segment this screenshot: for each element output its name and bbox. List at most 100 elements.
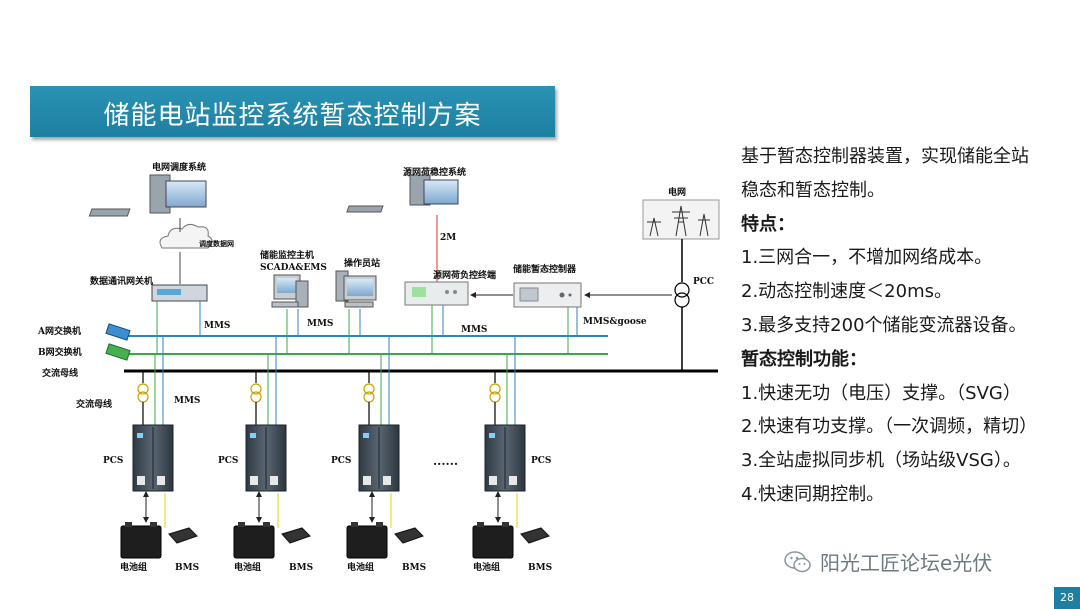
watermark: 阳光工匠论坛e光伏 <box>784 547 992 576</box>
pcs-label-plate <box>270 476 278 485</box>
label-ac-bus-2: 交流母线 <box>76 398 112 410</box>
label-bms-2: BMS <box>289 563 313 573</box>
arrow-down-icon <box>143 517 149 523</box>
function-item: 3.全站虚拟同步机（场站级VSG）。 <box>741 450 1021 472</box>
battery-terminal <box>263 522 270 527</box>
label-switch-b: B网交换机 <box>38 346 82 358</box>
operator-station-icon <box>335 270 377 308</box>
pcs-label-plate <box>363 476 371 485</box>
pcs-label-plate <box>489 476 497 485</box>
label-mms-1: MMS <box>204 321 230 331</box>
label-battery-4: 电池组 <box>473 561 500 573</box>
arrow-down-icon <box>369 517 375 523</box>
label-battery-3: 电池组 <box>347 561 374 573</box>
terminal-icon <box>404 281 469 306</box>
description-panel: 基于暂态控制器装置，实现储能全站 稳态和暂态控制。 特点： 1.三网合一，不增加… <box>741 140 1076 512</box>
battery-terminal <box>238 522 245 527</box>
label-pcs-4: PCS <box>531 456 551 466</box>
label-pcs-2: PCS <box>218 456 238 466</box>
label-source-system: 源网荷稳控系统 <box>403 166 466 178</box>
label-mms-4: MMS <box>174 396 200 406</box>
bms-device-icon <box>168 527 198 544</box>
functions-heading: 暂态控制功能： <box>741 348 867 370</box>
title-bar: 储能电站监控系统暂态控制方案 <box>30 86 555 137</box>
label-2m: 2M <box>440 233 456 243</box>
watermark-text: 阳光工匠论坛e光伏 <box>820 551 993 575</box>
battery-icon <box>472 525 514 559</box>
slide-title: 储能电站监控系统暂态控制方案 <box>103 101 482 131</box>
label-terminal: 源网荷负控终端 <box>433 269 496 281</box>
pcs-label-plate <box>383 476 391 485</box>
pcs-label-plate <box>250 476 258 485</box>
battery-icon <box>120 525 162 559</box>
battery-terminal <box>502 522 509 527</box>
label-pcs-1: PCS <box>103 456 123 466</box>
feature-item: 2.动态控制速度＜20ms。 <box>741 281 952 303</box>
transformer-icon <box>363 383 375 395</box>
monitor-host-icon <box>271 274 309 308</box>
label-grid: 电网 <box>668 186 686 198</box>
label-bms-1: BMS <box>175 563 199 573</box>
transformer-icon <box>137 383 149 395</box>
arrow-up-icon <box>256 491 262 497</box>
gateway-icon <box>151 284 208 302</box>
label-grid-dispatch: 电网调度系统 <box>152 161 206 173</box>
pcc-transformer-icon <box>674 282 690 308</box>
label-mms-2: MMS <box>307 319 333 329</box>
battery-terminal <box>150 522 157 527</box>
label-switch-a: A网交换机 <box>37 325 81 337</box>
pcs-display <box>250 433 256 438</box>
pcs-display <box>363 433 369 438</box>
arrow-up-icon <box>143 491 149 497</box>
switch-b-icon <box>105 343 131 361</box>
battery-terminal <box>351 522 358 527</box>
transformer-icon <box>250 383 262 395</box>
function-item: 1.快速无功（电压）支撑。（SVG） <box>741 382 1021 404</box>
label-battery-2: 电池组 <box>234 561 261 573</box>
label-ellipsis: ...... <box>433 454 458 468</box>
arrow-down-icon <box>256 517 262 523</box>
computer-icon <box>88 174 207 217</box>
label-scada: SCADA&EMS <box>260 263 327 273</box>
battery-icon <box>346 525 388 559</box>
label-ac-bus: 交流母线 <box>42 367 78 379</box>
label-pcs-3: PCS <box>331 456 351 466</box>
cloud-icon <box>159 223 213 249</box>
page-number: 28 <box>1054 587 1080 609</box>
feature-item: 1.三网合一，不增加网络成本。 <box>741 247 993 269</box>
label-mms-goose: MMS&goose <box>583 317 647 327</box>
intro-line-2: 稳态和暂态控制。 <box>741 179 885 201</box>
features-heading: 特点： <box>741 213 795 235</box>
label-monitor-host: 储能监控主机 <box>260 249 314 261</box>
source-system-icon <box>346 174 459 213</box>
battery-terminal <box>477 522 484 527</box>
function-item: 4.快速同期控制。 <box>741 483 885 505</box>
bms-device-icon <box>520 527 550 544</box>
feature-item: 3.最多支持200个储能变流器设备。 <box>741 314 1027 336</box>
arrow-down-icon <box>495 517 501 523</box>
function-item: 2.快速有功支撑。（一次调频，精切） <box>741 416 1038 438</box>
label-mms-3: MMS <box>461 325 487 335</box>
label-operator: 操作员站 <box>344 257 380 269</box>
label-battery-1: 电池组 <box>120 561 147 573</box>
battery-icon <box>233 525 275 559</box>
wechat-icon <box>784 550 811 572</box>
pcs-display <box>137 433 143 438</box>
transformer-icon <box>489 383 501 395</box>
battery-terminal <box>125 522 132 527</box>
label-dispatch-net: 调度数据网 <box>199 239 234 248</box>
controller-icon <box>513 282 582 308</box>
switch-a-icon <box>105 323 131 341</box>
label-bms-3: BMS <box>402 563 426 573</box>
power-tower-icon <box>642 199 720 240</box>
pcs-label-plate <box>157 476 165 485</box>
battery-terminal <box>376 522 383 527</box>
label-pcc: PCC <box>693 277 714 287</box>
arrow-up-icon <box>369 491 375 497</box>
pcs-label-plate <box>137 476 145 485</box>
label-controller: 储能暂态控制器 <box>513 263 577 275</box>
label-bms-4: BMS <box>528 563 552 573</box>
bms-device-icon <box>281 527 311 544</box>
label-gateway: 数据通讯网关机 <box>90 275 153 287</box>
